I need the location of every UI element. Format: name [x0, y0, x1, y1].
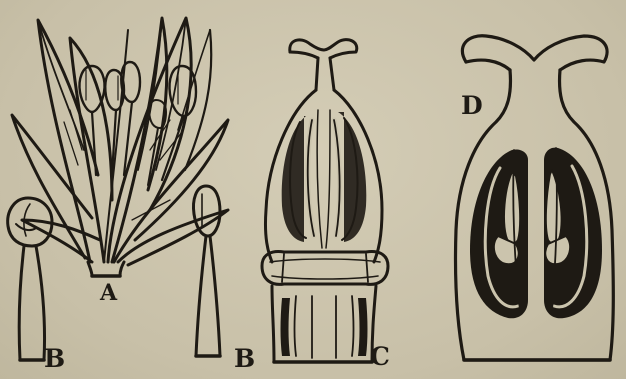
label-b-left: B	[44, 346, 65, 371]
section-d	[455, 36, 613, 360]
label-c: C	[370, 344, 390, 369]
label-d: D	[461, 93, 483, 118]
pistil-c	[262, 40, 388, 362]
flower-a	[12, 18, 228, 276]
label-a: A	[100, 282, 117, 304]
label-b-right: B	[234, 346, 255, 371]
stamen-b-right	[194, 186, 221, 356]
